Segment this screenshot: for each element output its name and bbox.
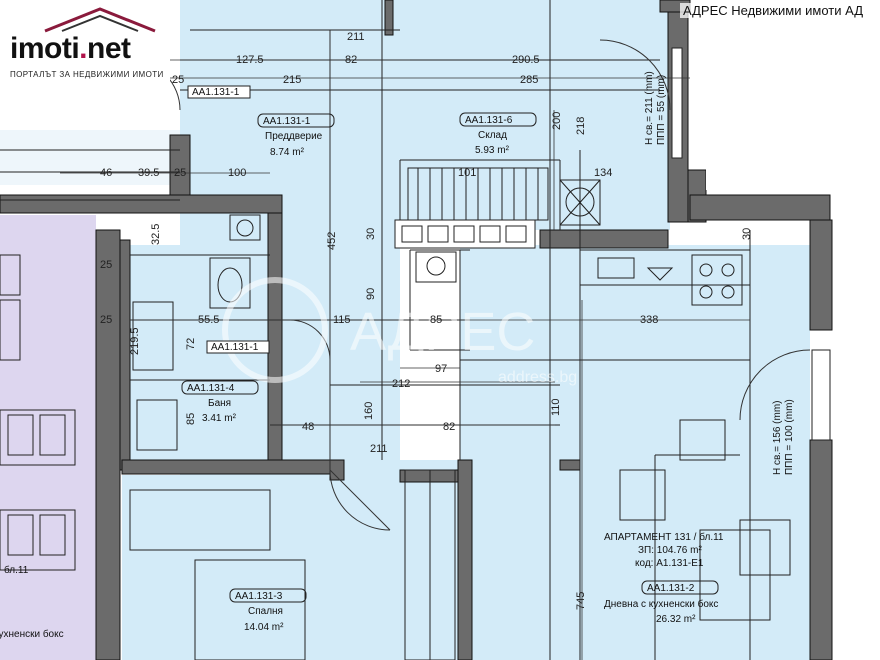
- outer-area: [706, 40, 832, 190]
- dim-97: 97: [435, 363, 447, 375]
- living-code: АА1.131-2: [647, 583, 695, 594]
- dim-212: 212: [392, 378, 410, 390]
- dim-215: 215: [283, 74, 301, 86]
- door-top-note: Н св.= 211 (mm): [644, 71, 655, 145]
- dim-211-top: 211: [347, 31, 365, 43]
- dim-85-a: 85: [430, 314, 442, 326]
- watermark-url: address.bg: [498, 369, 577, 386]
- logo-suffix: net: [87, 32, 131, 65]
- fixtures: [0, 179, 791, 660]
- dim-46: 46: [100, 167, 112, 179]
- left-room-fill: [0, 130, 180, 185]
- dim-338: 338: [640, 314, 658, 326]
- left-room-name: кухненски бокс: [0, 628, 64, 640]
- dim-32-5: 32.5: [150, 224, 162, 245]
- dim-25-c: 25: [100, 259, 112, 271]
- bathroom-code: АА1.131-4: [187, 383, 235, 394]
- left-block: бл.11: [4, 564, 29, 576]
- hall-name: Преддверие: [265, 131, 323, 142]
- logo-tagline: ПОРТАЛЪТ ЗА НЕДВИЖИМИ ИМОТИ: [10, 70, 164, 79]
- apartment-code: код: А1.131-Е1: [635, 558, 704, 569]
- storage-name: Склад: [478, 130, 507, 141]
- dim-30-a: 30: [365, 228, 377, 240]
- dim-290-5: 290.5: [512, 54, 540, 66]
- dim-85-b: 85: [185, 413, 197, 425]
- small-tag-top: АА1.131-1: [192, 87, 240, 98]
- dim-452: 452: [326, 232, 338, 250]
- left-apartment-fill: [0, 215, 96, 660]
- dim-55-5: 55.5: [198, 314, 219, 326]
- dim-25-b: 25: [174, 167, 186, 179]
- dim-200: 200: [551, 112, 563, 130]
- window-right: [811, 349, 831, 441]
- door-top-note-2: ППП = 55 (mm): [656, 75, 667, 145]
- agency-name: АДРЕС Недвижими имоти АД: [680, 3, 866, 18]
- dim-134: 134: [594, 167, 612, 179]
- dim-82-top: 82: [345, 54, 357, 66]
- storage-area: 5.93 m²: [475, 145, 510, 156]
- logo-main: imoti: [10, 32, 80, 65]
- living-area: 26.32 m²: [656, 614, 696, 625]
- dim-48: 48: [302, 421, 314, 433]
- dim-745: 745: [575, 592, 587, 610]
- bedroom-name: Спалня: [248, 606, 283, 617]
- watermark-text: АДРЕС: [350, 302, 535, 362]
- dim-115: 115: [333, 314, 351, 326]
- hall-area: 8.74 m²: [270, 147, 305, 158]
- window-top: [671, 47, 683, 159]
- storage-code: АА1.131-6: [465, 115, 513, 126]
- dim-39-5: 39.5: [138, 167, 159, 179]
- bathroom-area: 3.41 m²: [202, 413, 237, 424]
- dim-100: 100: [228, 167, 246, 179]
- living-name: Дневна с кухненски бокс: [604, 598, 718, 610]
- logo-text: imoti.net: [10, 32, 131, 66]
- hall-code: АА1.131-1: [263, 116, 311, 127]
- corridor-fill: [330, 460, 470, 660]
- dimension-lines: [60, 30, 750, 660]
- dim-82-mid: 82: [443, 421, 455, 433]
- bedroom-code: АА1.131-3: [235, 591, 283, 602]
- logo-dot: .: [79, 32, 88, 65]
- dim-90: 90: [365, 288, 377, 300]
- window-right-note-2: ППП = 100 (mm): [784, 399, 795, 475]
- dim-101: 101: [458, 167, 476, 179]
- apartment-area: ЗП: 104.76 m²: [638, 545, 702, 556]
- bathroom-name: Баня: [208, 398, 231, 409]
- dim-30-b: 30: [741, 228, 753, 240]
- house-roof-icon: [44, 7, 156, 33]
- apartment-name: АПАРТАМЕНТ 131 / бл.11: [604, 531, 724, 543]
- dim-219-5: 219.5: [129, 327, 141, 355]
- dim-127-5: 127.5: [236, 54, 264, 66]
- room-labels: АА1.131-1 Преддверие 8.74 m² АА1.131-6 С…: [0, 85, 724, 640]
- small-tag-mid: АА1.131-1: [211, 342, 259, 353]
- bedroom-area: 14.04 m²: [244, 622, 284, 633]
- dim-211-mid: 211: [370, 443, 388, 455]
- dim-110: 110: [550, 398, 562, 416]
- dim-285: 285: [520, 74, 538, 86]
- dim-72: 72: [185, 338, 197, 350]
- site-logo[interactable]: imoti.net ПОРТАЛЪТ ЗА НЕДВИЖИМИ ИМОТИ: [0, 0, 170, 92]
- dim-160: 160: [363, 402, 375, 420]
- dim-218: 218: [575, 117, 587, 135]
- dim-25-d: 25: [100, 314, 112, 326]
- dimension-labels: 127.5 82 290.5 215 285 25 46 39.5 25 100…: [100, 31, 795, 610]
- living-fill: [460, 245, 810, 660]
- watermark: АДРЕС address.bg: [222, 277, 577, 386]
- window-right-note: Н св.= 156 (mm): [772, 401, 783, 476]
- dim-25-a: 25: [172, 74, 184, 86]
- bedroom-fill: [122, 475, 332, 660]
